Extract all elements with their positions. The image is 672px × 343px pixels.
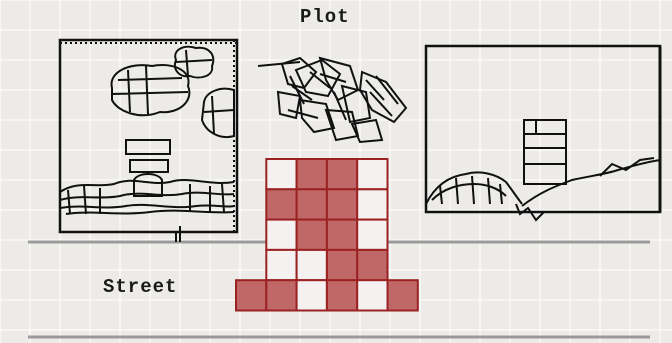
block-cell-filled [388, 280, 418, 310]
block-grid [236, 159, 418, 311]
block-cell-empty [297, 280, 327, 310]
block-cell-filled [266, 280, 296, 310]
block-cell-filled [327, 220, 357, 250]
block-cell-filled [357, 250, 387, 280]
block-cell-empty [357, 220, 387, 250]
center-jumble-sketch [258, 58, 406, 142]
plot-label: Plot [300, 6, 350, 28]
block-cell-filled [297, 159, 327, 189]
block-cell-filled [327, 250, 357, 280]
block-cell-filled [327, 159, 357, 189]
block-cell-filled [297, 189, 327, 219]
block-cell-empty [266, 159, 296, 189]
block-cell-empty [297, 250, 327, 280]
block-cell-empty [357, 280, 387, 310]
block-cell-filled [297, 220, 327, 250]
block-cell-empty [266, 250, 296, 280]
block-cell-empty [357, 189, 387, 219]
block-cell-empty [357, 159, 387, 189]
block-cell-filled [266, 189, 296, 219]
block-cell-filled [327, 189, 357, 219]
block-cell-filled [327, 280, 357, 310]
block-cell-empty [266, 220, 296, 250]
right-building-sketch [426, 46, 660, 220]
block-cell-filled [236, 280, 266, 310]
street-label: Street [103, 276, 177, 298]
